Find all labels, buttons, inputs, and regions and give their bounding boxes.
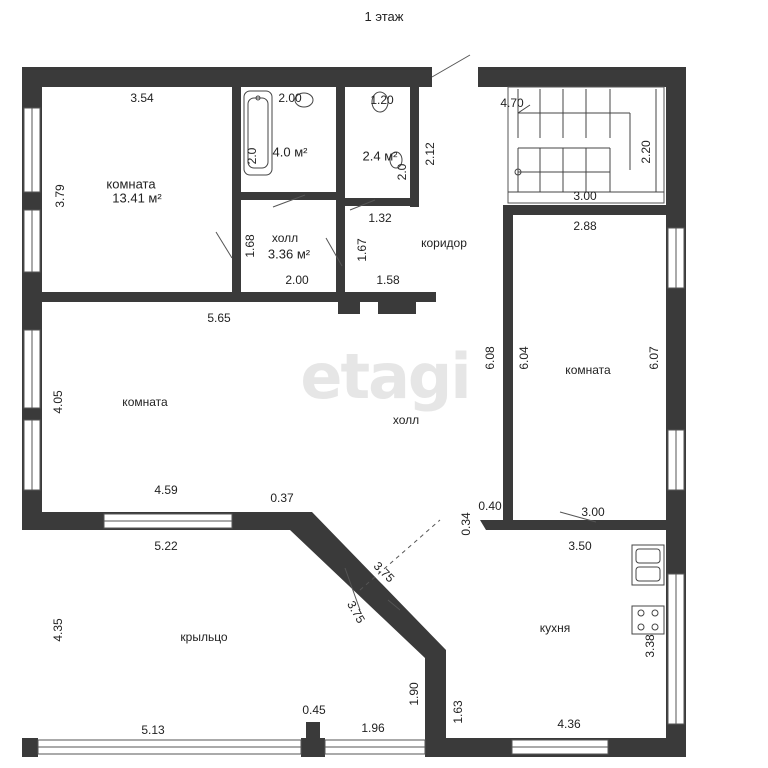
dim-label: 5.22 [154,539,178,553]
wall-hall-post [480,520,503,530]
hall-small-area: 3.36 м² [267,246,311,262]
dim-label: 3.00 [581,505,605,519]
fixtures [294,91,665,635]
wall-wc-bottom [336,198,419,206]
dim-label: 1.58 [376,273,400,287]
wall-top-right [478,67,686,87]
dim-label: 2.00 [285,273,309,287]
dim-label: 0.34 [459,512,473,536]
dim-label: 1.90 [407,682,421,706]
wall-post-1 [338,302,360,314]
wall-post-2 [378,302,416,314]
bathroom-area: 4.0 м² [272,144,308,160]
dim-label: 1.96 [361,721,385,735]
dim-label: 2.0 [245,147,259,165]
wall-room-right-left [503,205,513,523]
wall-wc-right [410,87,419,207]
watermark: etagi [300,340,471,413]
wall-bath-bottom [232,192,336,200]
dim-label: 2.12 [423,142,437,166]
wall-porch-left [22,738,38,757]
porch-label: крыльцо [180,630,228,644]
dim-label: 1.67 [355,238,369,262]
window-mullions [31,108,677,748]
dim-label: 3.00 [573,189,597,203]
dim-label: 4.70 [500,96,524,110]
dim-label: 0.40 [478,499,502,513]
dim-label: 3.54 [130,91,154,105]
wall-room-right-top [503,205,666,215]
wall-porch-post [301,738,325,757]
dim-label: 4.35 [51,618,65,642]
dim-label: 6.07 [647,346,661,370]
dim-label: 2.88 [573,219,597,233]
dim-label: 1.32 [368,211,392,225]
wall-porch-post-top [306,722,320,738]
dim-label: 2.0 [395,163,409,181]
dim-label: 3.38 [643,634,657,658]
dim-label: 4.59 [154,483,178,497]
dim-label: 3.50 [568,539,592,553]
staircase [508,89,664,193]
doors [215,54,597,611]
dim-label: 0.37 [270,491,294,505]
stair-start-marker [514,168,522,176]
room-top-left-label: комната [106,176,156,192]
wall-top-left [22,67,432,87]
dim-label: 1.20 [370,93,394,107]
dim-label: 3.79 [53,184,67,208]
dim-label: 5.65 [207,311,231,325]
wall-room-right-bottom [503,520,666,530]
kitchen-label: кухня [539,621,571,635]
dim-label: 1.63 [451,700,465,724]
dim-label: 2.20 [639,140,653,164]
wc-area: 2.4 м² [362,148,398,164]
dim-label: 4.36 [557,717,581,731]
wall-diagonal [290,512,446,757]
dim-label: 6.08 [483,346,497,370]
wall-mid-horizontal [22,292,436,302]
dim-label: 1.68 [243,234,257,258]
wall-bath-wc [336,87,345,297]
hall-small-label: холл [271,231,299,245]
room-big-label: комната [122,395,168,409]
floor-title: 1 этаж [364,9,404,24]
dim-label: 0.45 [302,703,326,717]
corridor-label: коридор [421,236,467,250]
dim-label: 4.05 [51,390,65,414]
room-top-left-area: 13.41 м² [112,190,162,206]
room-right-label: комната [565,363,611,377]
dim-label: 5.13 [141,723,165,737]
bathtub [243,90,273,176]
dim-label: 2.00 [278,91,302,105]
hall-label: холл [392,413,420,427]
dim-label: 6.04 [517,346,531,370]
